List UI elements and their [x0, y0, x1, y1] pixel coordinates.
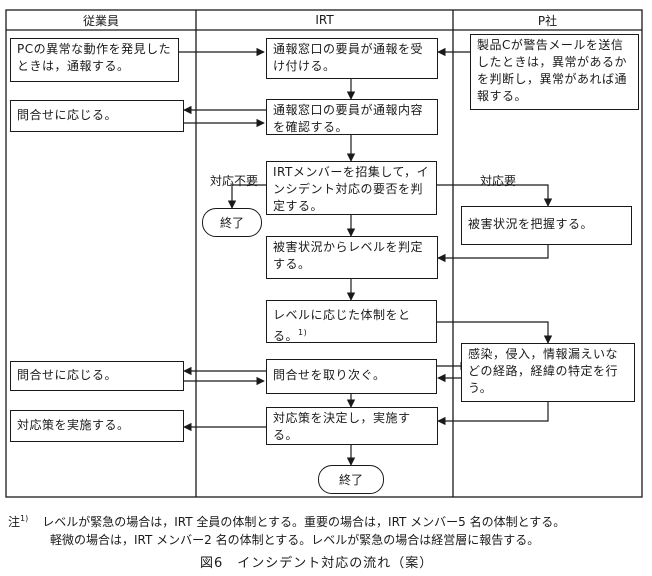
lane-header-company-p: P社	[537, 13, 558, 28]
footnote-line-2: 軽微の場合は，IRT メンバー2 名の体制とする。レベルが緊急の場合は経営層に報…	[50, 533, 540, 547]
box-p-route: 感染，侵入，情報漏えいなどの経路，経緯の特定を行う。	[461, 343, 635, 402]
footnote-line-1: 注1) レベルが緊急の場合は，IRT 全員の体制とする。重要の場合は，IRT メン…	[8, 513, 565, 530]
lane-header-employee: 従業員	[82, 13, 119, 28]
box-irt-relay: 問合せを取り次ぐ。	[266, 359, 437, 394]
box-irt-confirm: 通報窓口の要員が通報内容を確認する。	[266, 99, 438, 135]
footnote-marker: 注	[8, 515, 21, 529]
terminal-end-bottom: 終了	[318, 465, 384, 494]
arrow-assemble-to-end	[227, 184, 266, 209]
arrow-system-to-route	[437, 321, 553, 344]
arrow-grasp-to-level	[437, 245, 549, 263]
arrow-assemble-to-grasp	[437, 184, 553, 207]
box-employee-report: PCの異常な動作を発見したときは，通報する。	[10, 38, 179, 82]
box-p-grasp: 被害状況を把握する。	[461, 206, 632, 245]
footnote-ref: 1)	[298, 328, 308, 337]
box-p-warning: 製品Cが警告メールを送信したときは，異常があるかを判断し，異常があれば通報する。	[470, 34, 639, 110]
box-irt-receive: 通報窓口の要員が通報を受け付ける。	[266, 38, 438, 79]
lane-header-irt: IRT	[315, 13, 334, 27]
box-irt-system-text: レベルに応じた体制をとる。	[273, 308, 411, 343]
footnote-marker-sup: 1)	[20, 514, 29, 523]
figure-caption: 図6 インシデント対応の流れ（案）	[200, 556, 434, 571]
box-irt-decide: 対応策を決定し，実施する。	[266, 407, 438, 445]
box-irt-level: 被害状況からレベルを判定する。	[266, 236, 438, 279]
label-needed: 対応要	[480, 174, 517, 188]
label-not-needed: 対応不要	[210, 174, 259, 188]
box-irt-assemble: IRTメンバーを招集して，インシデント対応の要否を判定する。	[266, 161, 437, 215]
box-employee-implement: 対応策を実施する。	[10, 410, 184, 442]
footnote-text-1: レベルが緊急の場合は，IRT 全員の体制とする。重要の場合は，IRT メンバー5…	[42, 515, 566, 529]
box-employee-answer-2: 問合せに応じる。	[10, 361, 184, 391]
connectors	[179, 47, 553, 466]
terminal-end-left: 終了	[202, 208, 262, 237]
box-irt-system: レベルに応じた体制をとる。1)	[266, 300, 437, 343]
arrow-route-to-decide	[437, 402, 549, 426]
box-employee-answer-1: 問合せに応じる。	[10, 100, 184, 132]
swimlane-frame	[5, 9, 643, 498]
